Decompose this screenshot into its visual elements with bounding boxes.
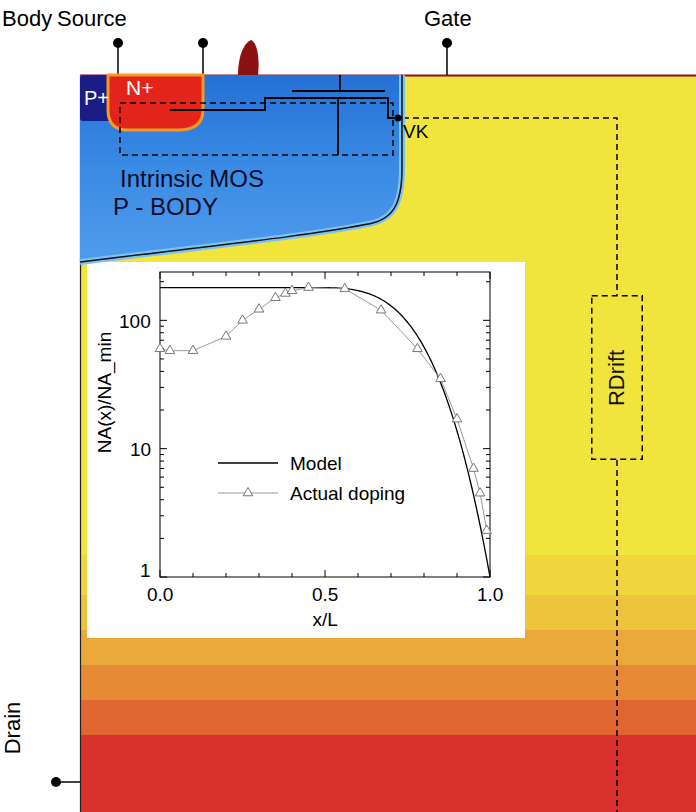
data-marker xyxy=(475,488,485,496)
legend-text: Model xyxy=(290,454,342,473)
region-shape xyxy=(120,103,393,155)
axis-tick xyxy=(160,410,490,411)
data-marker xyxy=(436,373,446,381)
node-dot xyxy=(395,115,402,122)
tick-label: 0.0 xyxy=(147,585,173,604)
data-marker xyxy=(340,283,350,291)
model-curve xyxy=(160,288,490,577)
junction-halo xyxy=(80,75,402,262)
axis-tick xyxy=(391,272,392,577)
legend-sample xyxy=(218,463,278,464)
terminal-dot xyxy=(198,38,208,48)
tick-label: 1 xyxy=(140,561,151,580)
doping-band xyxy=(80,665,696,700)
p-body-region: P - BODY P+ N+ Intrinsic MOS xyxy=(80,75,402,262)
inset-panel xyxy=(87,262,525,638)
axis-tick xyxy=(160,326,490,327)
terminal-name: Gate xyxy=(424,8,472,30)
junction-line xyxy=(80,75,402,262)
legend-sample xyxy=(218,487,278,495)
axis-tick xyxy=(160,320,490,321)
axis-tick xyxy=(358,272,359,577)
legend-marker xyxy=(243,487,253,495)
terminal-dot xyxy=(442,38,452,48)
legend-line xyxy=(218,462,278,463)
region-label: N+ xyxy=(126,77,153,98)
axis-tick xyxy=(193,272,194,577)
axis-tick xyxy=(325,272,326,577)
terminal-dot xyxy=(113,38,123,48)
axis-tick xyxy=(160,281,490,282)
axis-title: x/L xyxy=(313,610,338,629)
doping-curve xyxy=(160,288,487,531)
tick-label: 1.0 xyxy=(477,585,503,604)
data-marker xyxy=(304,282,314,290)
mosfet-gate xyxy=(292,75,385,91)
mosfet-symbol xyxy=(170,75,393,155)
data-marker xyxy=(188,345,198,353)
mosfet-body xyxy=(337,98,339,155)
axis-tick xyxy=(160,448,490,449)
data-marker xyxy=(254,304,264,312)
axis-tick xyxy=(226,272,227,577)
axis-tick xyxy=(457,272,458,577)
region-label: P - BODY xyxy=(113,195,218,219)
data-marker xyxy=(287,285,297,293)
node-voltage: VK xyxy=(403,122,428,141)
data-marker xyxy=(482,525,492,533)
region-label: P+ xyxy=(84,88,109,108)
axis-tick xyxy=(160,477,490,478)
terminal-name: Body xyxy=(2,8,52,30)
plot-frame xyxy=(160,272,490,577)
region-label: RDrift xyxy=(606,349,628,405)
data-marker xyxy=(376,305,386,313)
substrate-region xyxy=(80,735,696,812)
axis-tick xyxy=(160,348,490,349)
data-marker xyxy=(413,343,423,351)
data-marker xyxy=(452,414,462,422)
data-marker xyxy=(165,345,175,353)
axis-tick xyxy=(160,332,490,333)
terminal-name: Drain xyxy=(2,702,24,755)
p-body-fill xyxy=(80,75,402,262)
axis-title: NA(x)/NA_min xyxy=(95,331,114,452)
axis-tick xyxy=(160,358,490,359)
drift-resistor-box: RDrift xyxy=(591,295,643,460)
axis-tick xyxy=(160,387,490,388)
axis-tick xyxy=(160,272,161,577)
tick-label: 100 xyxy=(119,312,151,331)
tick-label: 10 xyxy=(130,440,151,459)
axis-tick xyxy=(160,340,490,341)
axis-tick xyxy=(160,538,490,539)
axis-tick xyxy=(160,371,490,372)
doping-band xyxy=(80,700,696,735)
data-marker xyxy=(221,331,231,339)
axis-tick xyxy=(292,272,293,577)
data-marker xyxy=(469,463,479,471)
drift-wire xyxy=(616,460,618,812)
legend-text: Actual doping xyxy=(290,484,405,503)
data-marker xyxy=(155,343,165,351)
drift-region xyxy=(80,75,696,812)
tick-label: 0.5 xyxy=(312,585,338,604)
dashed-outline xyxy=(592,296,643,460)
data-marker xyxy=(238,315,248,323)
axis-tick xyxy=(259,272,260,577)
terminal-dot xyxy=(51,777,61,787)
axis-tick xyxy=(160,515,490,516)
drift-wire xyxy=(393,118,617,295)
terminal-name: Source xyxy=(57,8,127,30)
region-label: Intrinsic MOS xyxy=(120,167,264,191)
intrinsic-mos-box: Intrinsic MOS xyxy=(120,103,393,155)
gate-spacer xyxy=(238,40,259,75)
axis-tick xyxy=(424,272,425,577)
mosfet-channel xyxy=(170,98,393,118)
data-marker xyxy=(271,292,281,300)
